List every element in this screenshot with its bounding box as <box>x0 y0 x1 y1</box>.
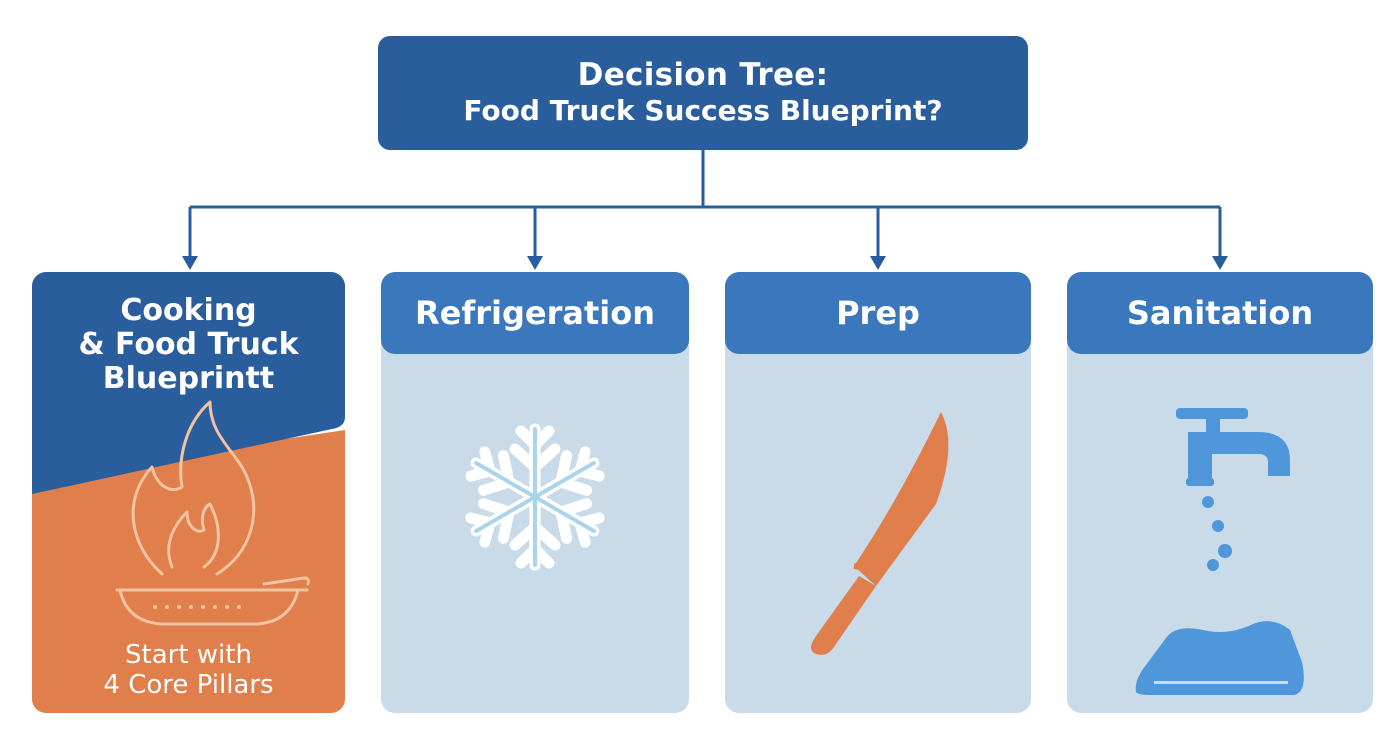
cooking-subtitle-line2: 4 Core Pillars <box>103 670 274 700</box>
cooking-title: Cooking & Food Truck Blueprintt <box>32 294 345 396</box>
snowflake-icon <box>381 423 689 713</box>
branch-card-prep: Prep <box>725 272 1031 713</box>
cooking-card-background <box>32 272 345 713</box>
cooking-subtitle: Start with 4 Core Pillars <box>32 640 345 700</box>
knife-icon <box>811 412 949 655</box>
cooking-title-line1: Cooking <box>120 293 257 328</box>
prep-header: Prep <box>725 272 1031 354</box>
cooking-title-line3: Blueprintt <box>102 361 275 396</box>
branch-card-refrigeration: Refrigeration <box>381 272 689 713</box>
branch-card-cooking: Cooking & Food Truck Blueprintt Start wi… <box>32 272 345 713</box>
root-node: Decision Tree: Food Truck Success Bluepr… <box>378 36 1028 150</box>
cooking-title-line2: & Food Truck <box>78 327 299 362</box>
cooking-subtitle-line1: Start with <box>125 640 252 670</box>
flame-pan-icon <box>115 400 310 626</box>
faucet-basin-icon <box>1135 408 1304 695</box>
refrigeration-header: Refrigeration <box>381 272 689 354</box>
branch-card-sanitation: Sanitation <box>1067 272 1373 713</box>
root-title-line2: Food Truck Success Blueprint? <box>463 94 943 127</box>
root-title-line1: Decision Tree: <box>577 57 829 93</box>
sanitation-header: Sanitation <box>1067 272 1373 354</box>
